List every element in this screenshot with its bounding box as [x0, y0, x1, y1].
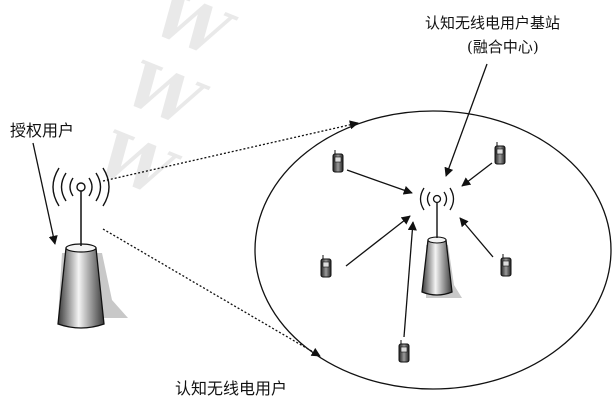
interference-line-lower [102, 228, 321, 357]
authorized-user-tower [57, 182, 128, 329]
interference-line-upper [102, 120, 359, 182]
radio-waves-icon [419, 187, 455, 211]
report-arrow [459, 217, 494, 258]
authorized-user-label: 授权用户 [10, 121, 75, 140]
radio-tower-icon [421, 239, 453, 296]
fusion-center-label: (融合中心) [467, 38, 539, 56]
mobile-phone-icon [320, 255, 332, 278]
radio-waves-icon [52, 167, 110, 207]
report-arrow [403, 221, 417, 338]
label-pointer [444, 63, 488, 177]
mobile-phone-icon [398, 340, 410, 363]
report-arrow [345, 215, 411, 267]
report-arrow [346, 169, 413, 195]
mobile-phone-icon [332, 150, 344, 173]
radio-tower-icon [57, 247, 105, 329]
base-station-tower [421, 194, 462, 298]
mobile-phone-icon [494, 142, 506, 165]
label-pointer [32, 142, 58, 245]
cognitive-user-label: 认知无线电用户 [175, 379, 288, 398]
report-arrow [461, 162, 493, 187]
coverage-circle [254, 110, 612, 390]
base-station-label: 认知无线电用户基站 [425, 14, 561, 32]
mobile-phone-icon [500, 254, 512, 277]
